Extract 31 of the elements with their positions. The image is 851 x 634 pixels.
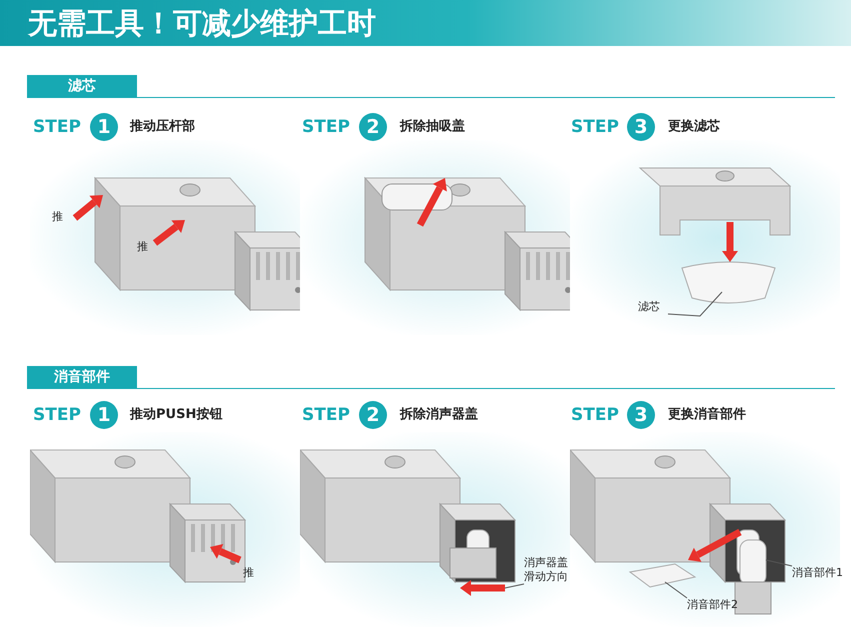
leader-line xyxy=(664,582,688,598)
step-instruction: 更换滤芯 xyxy=(668,118,720,136)
callout-label: 消音部件2 xyxy=(687,598,747,612)
section-heading: 滤芯 xyxy=(27,75,137,97)
leader-line xyxy=(668,292,722,317)
callout-label: 消音部件1 xyxy=(792,566,850,580)
step-number: 2 xyxy=(359,113,387,141)
step-word: STEP xyxy=(302,117,350,137)
callout-label: 滤芯 xyxy=(638,300,668,314)
step-word: STEP xyxy=(33,117,81,137)
leader-line xyxy=(504,584,524,588)
step-word: STEP xyxy=(571,405,619,425)
push-label: 推 xyxy=(243,566,254,580)
push-label: 推 xyxy=(52,210,63,224)
callout-label: 消声器盖滑动方向 xyxy=(524,556,574,584)
step-instruction: 更换消音部件 xyxy=(668,406,746,424)
section-heading: 消音部件 xyxy=(27,366,137,388)
step-number: 1 xyxy=(90,113,118,141)
step-word: STEP xyxy=(302,405,350,425)
step-number: 1 xyxy=(90,401,118,429)
step-number: 3 xyxy=(627,401,655,429)
step-word: STEP xyxy=(33,405,81,425)
step-instruction: 推动压杆部 xyxy=(130,118,195,136)
page-title: 无需工具！可减少维护工时 xyxy=(28,5,376,42)
step-instruction: 拆除抽吸盖 xyxy=(400,118,465,136)
step-number: 3 xyxy=(627,113,655,141)
step-instruction: 拆除消声器盖 xyxy=(400,406,478,424)
step-instruction: 推动PUSH按钮 xyxy=(130,406,222,424)
push-label: 推 xyxy=(137,240,148,254)
step-word: STEP xyxy=(571,117,619,137)
step-number: 2 xyxy=(359,401,387,429)
